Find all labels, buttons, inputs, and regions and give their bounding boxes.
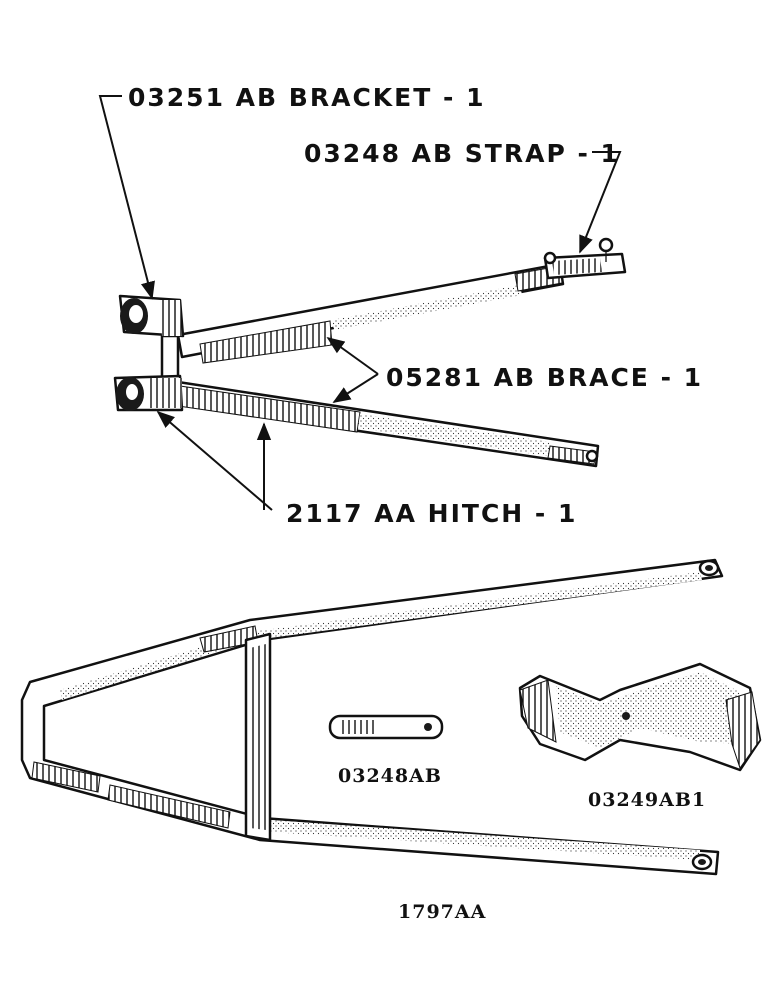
strap-leader	[579, 151, 622, 254]
bracket-leader	[98, 95, 155, 300]
bracket	[118, 294, 185, 386]
strap-part-number: 03248AB	[338, 765, 442, 787]
hitch-leader-left	[156, 410, 273, 511]
hitch-assembly: 03251 AB BRACKET - 1 03248 AB STRAP - 1 …	[98, 83, 703, 528]
hitch	[113, 374, 184, 412]
hitch-part-number: 1797AA	[398, 901, 486, 923]
upper-brace	[176, 262, 565, 364]
hitch-callout: 2117 AA HITCH - 1	[286, 499, 577, 528]
brace-leader-upper	[326, 336, 379, 375]
loose-strap: 03248AB	[328, 714, 444, 787]
bracket-part-number: 03249AB1	[588, 789, 706, 811]
lower-brace	[160, 378, 600, 468]
loose-bracket: 03249AB1	[518, 662, 762, 811]
brace-leader-lower	[332, 373, 379, 403]
hitch-frame: 1797AA	[20, 558, 724, 923]
strap	[543, 237, 627, 280]
strap-callout: 03248 AB STRAP - 1	[304, 139, 620, 168]
bracket-callout: 03251 AB BRACKET - 1	[128, 83, 485, 112]
brace-callout: 05281 AB BRACE - 1	[386, 363, 703, 392]
